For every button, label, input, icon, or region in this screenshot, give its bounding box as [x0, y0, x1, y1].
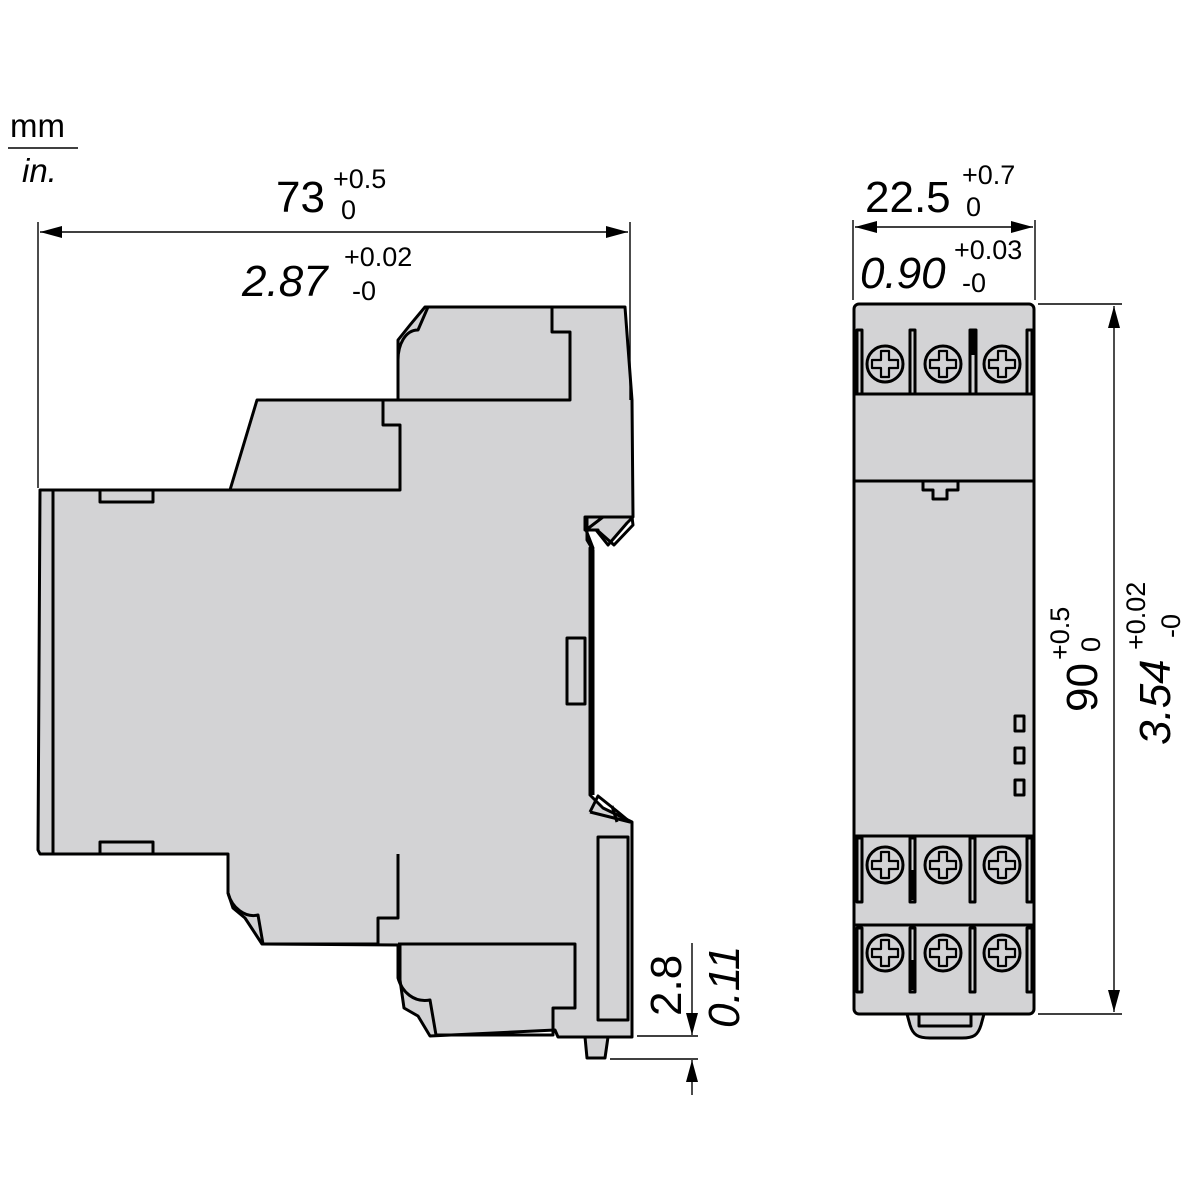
terminal-row-top [855, 328, 1034, 396]
front-width-in-value: 0.90 [860, 249, 946, 298]
screw-terminal-icon [923, 344, 963, 384]
screw-terminal-icon [923, 845, 963, 885]
side-width-dimension: 73 +0.5 0 2.87 +0.02 -0 [37, 164, 631, 488]
separator [908, 328, 917, 396]
side-lower-slider [596, 835, 630, 1022]
clip-offset-in-value: 0.11 [700, 946, 749, 1028]
led-indicator-1 [1013, 714, 1026, 733]
side-bottom-clip-tab [583, 1035, 610, 1060]
front-width-mm-tol-upper: +0.7 [962, 160, 1015, 190]
side-width-in-value: 2.87 [241, 257, 329, 306]
front-width-mm-value: 22.5 [865, 173, 951, 222]
side-rail-face [585, 530, 595, 795]
separator [968, 836, 977, 904]
side-view: 73 +0.5 0 2.87 +0.02 -0 2.8 0.11 [36, 164, 749, 1095]
side-upper-terminal-mid [230, 400, 402, 492]
unit-in-label: in. [22, 152, 57, 189]
unit-mm-label: mm [10, 107, 65, 144]
side-lower-terminal-bottom [396, 942, 577, 1037]
led-indicator-2 [1013, 746, 1026, 765]
terminal-row-bottom [855, 926, 1034, 994]
screw-terminal-icon [865, 344, 905, 384]
side-upper-terminal-top [396, 307, 572, 402]
arrow-right-icon [1011, 221, 1033, 233]
side-upper-terminal-curve [396, 306, 430, 400]
separator [855, 328, 864, 396]
side-view-body [36, 305, 635, 1039]
side-width-in-tol-upper: +0.02 [344, 242, 412, 272]
front-height-dimension: 90 +0.5 0 3.54 +0.02 -0 [1038, 303, 1186, 1015]
side-clip-offset-dimension: 2.8 0.11 [610, 943, 749, 1095]
separator [1025, 328, 1034, 396]
separator-marker [911, 870, 915, 900]
led-indicator-3 [1013, 778, 1026, 797]
separator [855, 926, 864, 994]
side-width-mm-tol-lower: 0 [341, 195, 356, 225]
front-height-mm-value: 90 [1058, 663, 1107, 712]
front-view: 22.5 +0.7 0 0.90 +0.03 -0 90 +0.5 0 3.54… [852, 160, 1186, 1040]
side-bottom-notch [98, 840, 155, 854]
side-width-in-tol-lower: -0 [352, 276, 376, 306]
front-height-in-value: 3.54 [1131, 659, 1180, 745]
front-height-mm-tol-lower: 0 [1076, 637, 1106, 652]
front-height-in-tol-upper: +0.02 [1121, 582, 1151, 650]
arrow-down-icon [686, 1013, 698, 1035]
front-t-notch [921, 482, 960, 501]
side-lower-terminal-mid [226, 854, 400, 946]
front-view-body [852, 302, 1036, 1016]
arrow-right-icon [606, 226, 628, 238]
screw-terminal-icon [923, 933, 963, 973]
front-width-mm-tol-lower: 0 [966, 192, 981, 222]
separator [1025, 836, 1034, 904]
side-top-notch [98, 490, 155, 504]
arrow-down-icon [1108, 990, 1120, 1012]
side-width-mm-value: 73 [276, 173, 325, 222]
terminal-row-middle [855, 836, 1034, 904]
separator [968, 926, 977, 994]
screw-terminal-icon [865, 933, 905, 973]
side-rail-window [565, 636, 587, 706]
screw-terminal-icon [865, 845, 905, 885]
unit-legend: mm in. [8, 107, 78, 189]
arrow-up-icon [686, 1060, 698, 1082]
separator [968, 328, 978, 396]
front-bottom-clip-slot [917, 1012, 973, 1028]
screw-terminal-icon [982, 933, 1022, 973]
arrow-left-icon [40, 226, 62, 238]
arrow-left-icon [855, 221, 877, 233]
front-width-in-tol-upper: +0.03 [954, 235, 1022, 265]
separator-marker [971, 331, 975, 355]
front-height-mm-tol-upper: +0.5 [1045, 607, 1075, 660]
front-width-in-tol-lower: -0 [962, 268, 986, 298]
separator-marker [911, 960, 915, 990]
front-width-dimension: 22.5 +0.7 0 0.90 +0.03 -0 [852, 160, 1036, 300]
screw-terminal-icon [982, 344, 1022, 384]
clip-offset-mm-value: 2.8 [642, 955, 691, 1016]
side-upper-rail-clip [585, 515, 635, 547]
separator [1025, 926, 1034, 994]
screw-terminal-icon [982, 845, 1022, 885]
front-height-in-tol-lower: -0 [1156, 614, 1186, 638]
arrow-up-icon [1108, 306, 1120, 328]
side-lower-clip-detail [610, 805, 619, 823]
side-width-mm-tol-upper: +0.5 [333, 164, 386, 194]
separator [855, 836, 864, 904]
